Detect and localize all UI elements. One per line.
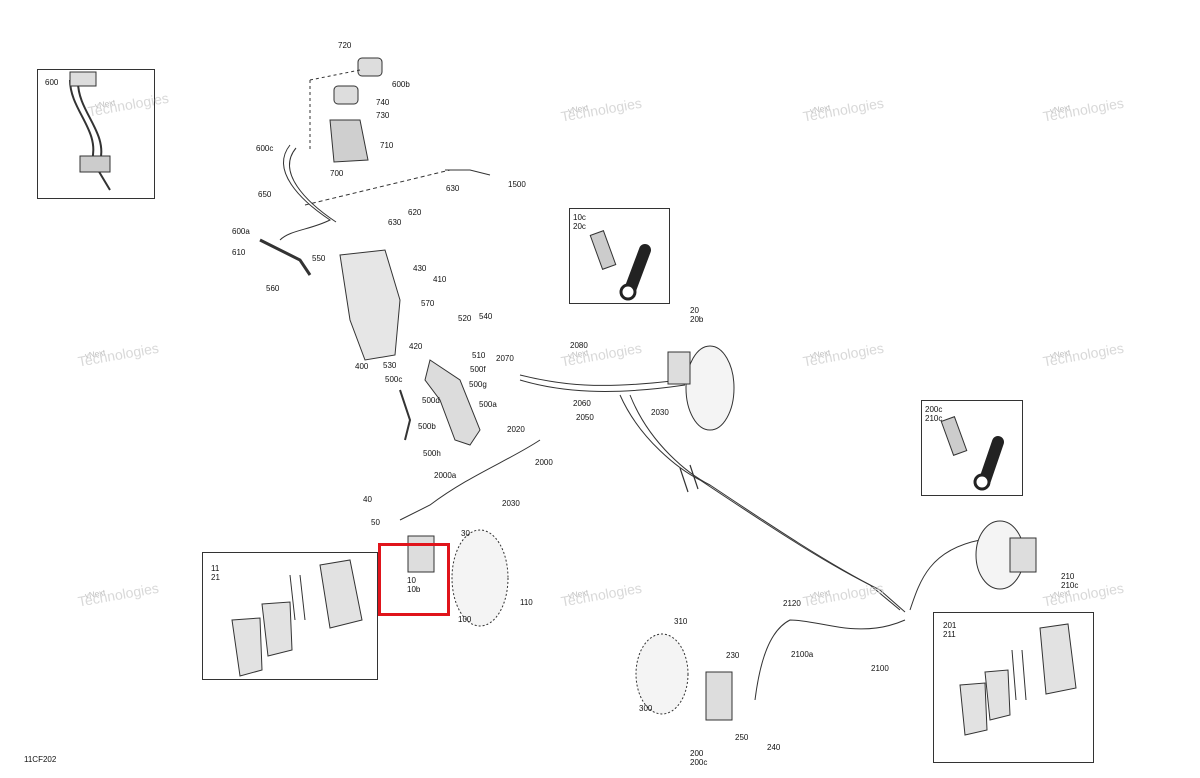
callout[interactable]: 540	[479, 312, 493, 321]
callout[interactable]: 600a	[232, 227, 250, 236]
callout[interactable]: 420	[409, 342, 423, 351]
callout[interactable]: 30	[461, 529, 470, 538]
callout[interactable]: 650	[258, 190, 272, 199]
bleeder-kit-drawing-front	[589, 230, 651, 301]
callout[interactable]: 430	[413, 264, 427, 273]
callout[interactable]: 500c	[385, 375, 403, 384]
inset-label-201: 201 211	[943, 621, 957, 639]
callout[interactable]: 500d	[422, 396, 440, 405]
callout[interactable]: 500h	[423, 449, 441, 458]
callout[interactable]: 610	[232, 248, 246, 257]
callout[interactable]: 300	[639, 704, 653, 713]
callout[interactable]: 1500	[508, 180, 526, 189]
diagram-code: 11CF202	[24, 755, 57, 764]
callout[interactable]: 500a	[479, 400, 497, 409]
callout[interactable]: 20b	[690, 315, 704, 324]
pad-kit-drawing-front	[231, 559, 363, 677]
callout[interactable]: 250	[735, 733, 749, 742]
callout[interactable]: 10	[407, 576, 416, 585]
callout[interactable]: 210c	[1061, 581, 1079, 590]
callout[interactable]: 500b	[418, 422, 436, 431]
callout[interactable]: 2070	[496, 354, 514, 363]
inset-600-drawing	[69, 71, 111, 191]
callout[interactable]: 720	[338, 41, 352, 50]
front-right-disc	[667, 345, 735, 431]
callout[interactable]: 2020	[507, 425, 525, 434]
callout[interactable]: 200c	[690, 758, 708, 767]
callout[interactable]: 630	[388, 218, 402, 227]
inset-box-10c	[569, 208, 670, 304]
brake-pedal	[399, 359, 481, 446]
inset-label-600: 600	[45, 78, 59, 87]
callout[interactable]: 2120	[783, 599, 801, 608]
callout[interactable]: 2100a	[791, 650, 814, 659]
callout[interactable]: 400	[355, 362, 369, 371]
callout[interactable]: 520	[458, 314, 472, 323]
inset-box-201	[933, 612, 1094, 763]
callout[interactable]: 20	[690, 306, 699, 315]
pad-kit-drawing-rear	[959, 623, 1077, 736]
callout[interactable]: 110	[520, 598, 533, 607]
callout[interactable]: 710	[380, 141, 394, 150]
front-left-disc	[407, 529, 509, 627]
callout[interactable]: 2000	[535, 458, 553, 467]
bleeder-kit-drawing-rear	[940, 416, 1004, 491]
callout[interactable]: 10b	[407, 585, 421, 594]
callout[interactable]: 740	[376, 98, 390, 107]
callout[interactable]: 200	[690, 749, 704, 758]
callout[interactable]: 730	[376, 111, 390, 120]
callout[interactable]: 210	[1061, 572, 1075, 581]
callout[interactable]: 600b	[392, 80, 410, 89]
callout[interactable]: 560	[266, 284, 280, 293]
callout[interactable]: 600c	[256, 144, 274, 153]
callout[interactable]: 570	[421, 299, 435, 308]
reservoir-assembly	[309, 57, 383, 163]
pedal-bracket	[259, 238, 401, 361]
callout[interactable]: 550	[312, 254, 326, 263]
callout[interactable]: 2030	[651, 408, 669, 417]
callout[interactable]: 700	[330, 169, 344, 178]
callout[interactable]: 2050	[576, 413, 594, 422]
inset-label-200c: 200c 210c	[925, 405, 943, 423]
callout[interactable]: 2000a	[434, 471, 457, 480]
rear-right-disc	[975, 520, 1037, 590]
callout[interactable]: 530	[383, 361, 397, 370]
callout[interactable]: 100	[458, 615, 472, 624]
inset-box-200c	[921, 400, 1023, 496]
callout[interactable]: 510	[472, 351, 486, 360]
callout[interactable]: 2030	[502, 499, 520, 508]
callout[interactable]: 500f	[470, 365, 486, 374]
selected-part-highlight[interactable]	[378, 543, 450, 616]
callout[interactable]: 230	[726, 651, 740, 660]
inset-box-11	[202, 552, 378, 680]
callout[interactable]: 410	[433, 275, 447, 284]
callout[interactable]: 240	[767, 743, 781, 752]
callout[interactable]: 310	[674, 617, 688, 626]
callout[interactable]: 50	[371, 518, 380, 527]
inset-label-10c: 10c 20c	[573, 213, 586, 231]
callout[interactable]: 2080	[570, 341, 588, 350]
callout[interactable]: 500g	[469, 380, 487, 389]
callout[interactable]: 2100	[871, 664, 889, 673]
inset-label-11: 11 21	[211, 564, 220, 582]
callout[interactable]: 630	[446, 184, 460, 193]
callout[interactable]: 2060	[573, 399, 591, 408]
rear-left-disc	[635, 633, 733, 721]
callout[interactable]: 620	[408, 208, 422, 217]
inset-box-600	[37, 69, 155, 199]
callout[interactable]: 40	[363, 495, 372, 504]
